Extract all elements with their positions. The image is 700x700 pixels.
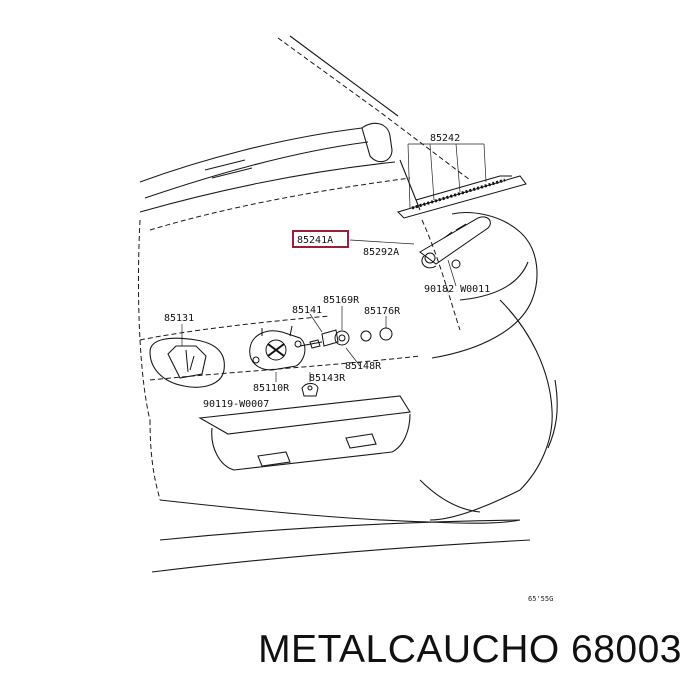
- callout-85241A: 85241A: [297, 235, 333, 246]
- highlight-box-85241A: [292, 230, 349, 248]
- callout-85110R: 85110R: [253, 383, 290, 394]
- callout-85148R: 85148R: [345, 361, 382, 372]
- wiper-motor: [249, 325, 323, 382]
- callout-85176R: 85176R: [364, 306, 401, 317]
- callout-85242: 85242: [430, 133, 460, 144]
- figure-code: 65'55G: [528, 595, 553, 603]
- rear-window-outline: [139, 35, 471, 231]
- lamp-assembly: [149, 324, 225, 388]
- callout-85141: 85141: [292, 305, 322, 316]
- callout-85131: 85131: [164, 313, 194, 324]
- callout-85169R: 85169R: [323, 295, 360, 306]
- callout-labels: 85242 85241A 85292A 90182 W0011 85169R 8…: [164, 133, 553, 603]
- callout-90119: 90119‑W0007: [203, 399, 269, 410]
- hardware-parts: [301, 306, 393, 397]
- callout-90182: 90182 W0011: [424, 284, 490, 295]
- brand-name: METALCAUCHO: [258, 628, 560, 671]
- part-number: 68003: [571, 628, 682, 671]
- wiper-blade: [397, 143, 527, 219]
- callout-85292A: 85292A: [363, 247, 399, 258]
- body-outline: [137, 212, 558, 573]
- callout-85143R: 85143R: [309, 373, 346, 384]
- part-caption: METALCAUCHO 68003: [0, 628, 682, 672]
- wiper-arm: [349, 216, 491, 287]
